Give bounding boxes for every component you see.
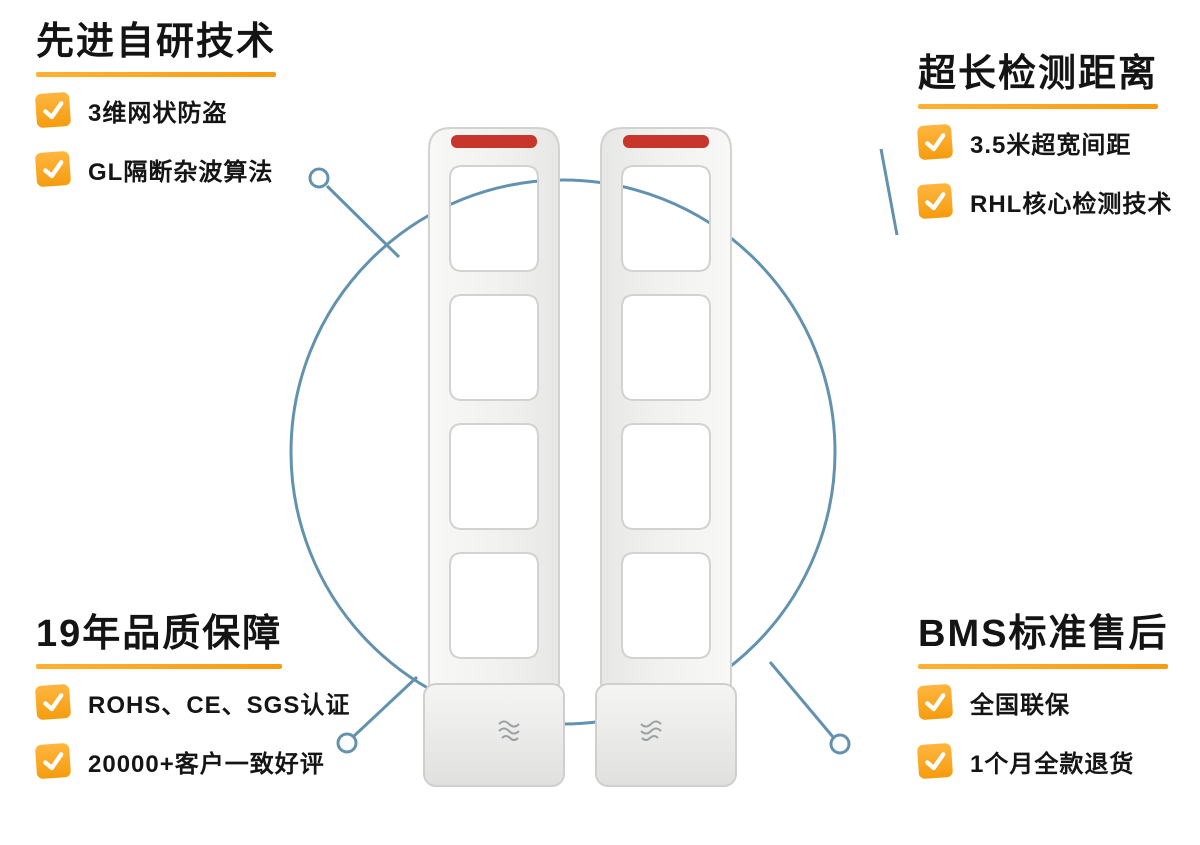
leader-line-bottom-right xyxy=(768,661,835,738)
title-underline xyxy=(918,103,1159,109)
feature-item: 3维网状防盗 xyxy=(34,91,276,129)
feature-title: 先进自研技术 xyxy=(36,21,277,63)
feature-title-wrap: BMS标准售后 xyxy=(918,612,1169,669)
feature-item-label: GL隔断杂波算法 xyxy=(88,158,274,186)
feature-title: 超长检测距离 xyxy=(918,53,1159,95)
check-icon xyxy=(916,742,954,780)
feature-item: GL隔断杂波算法 xyxy=(34,150,276,188)
feature-item-label: ROHS、CE、SGS认证 xyxy=(88,691,351,719)
feature-item-label: 全国联保 xyxy=(970,691,1070,719)
leader-dot-bottom-left xyxy=(336,732,358,754)
check-icon xyxy=(916,182,954,220)
title-underline xyxy=(918,663,1169,669)
title-underline xyxy=(36,663,283,669)
feature-item-list: 3.5米超宽间距 RHL核心检测技术 xyxy=(916,123,1173,220)
feature-item-label: 20000+客户一致好评 xyxy=(88,750,325,778)
feature-top-left: 先进自研技术 3维网状防盗 GL隔断杂波算法 xyxy=(34,20,277,188)
feature-title-wrap: 超长检测距离 xyxy=(918,52,1159,109)
feature-item-list: 3维网状防盗 GL隔断杂波算法 xyxy=(34,91,276,188)
title-underline xyxy=(36,71,277,77)
feature-item: 3.5米超宽间距 xyxy=(916,123,1172,161)
security-gate-left xyxy=(423,127,565,787)
feature-item: 全国联保 xyxy=(916,683,1168,721)
detection-circle xyxy=(289,178,837,726)
feature-item-label: RHL核心检测技术 xyxy=(970,190,1173,218)
feature-item: RHL核心检测技术 xyxy=(916,182,1173,220)
check-icon xyxy=(916,123,954,161)
feature-item: ROHS、CE、SGS认证 xyxy=(34,683,351,721)
feature-item-list: 全国联保 1个月全款退货 xyxy=(916,683,1168,780)
feature-item-list: ROHS、CE、SGS认证 20000+客户一致好评 xyxy=(34,683,351,780)
check-icon xyxy=(34,91,72,129)
leader-line-top-right xyxy=(879,148,899,236)
security-gate-right xyxy=(595,127,737,787)
check-icon xyxy=(34,683,72,721)
feature-top-right: 超长检测距离 3.5米超宽间距 RHL核心检测技术 xyxy=(916,52,1173,220)
feature-item-label: 3维网状防盗 xyxy=(88,99,228,127)
feature-item-label: 1个月全款退货 xyxy=(970,750,1135,778)
feature-bottom-right: BMS标准售后 全国联保 1个月全款退货 xyxy=(916,612,1169,780)
leader-dot-top-left xyxy=(308,167,330,189)
leader-dot-bottom-right xyxy=(829,733,851,755)
check-icon xyxy=(34,150,72,188)
feature-item: 1个月全款退货 xyxy=(916,742,1168,780)
check-icon xyxy=(916,683,954,721)
feature-title-wrap: 19年品质保障 xyxy=(36,612,283,669)
feature-item-label: 3.5米超宽间距 xyxy=(970,131,1132,159)
feature-item: 20000+客户一致好评 xyxy=(34,742,350,780)
leader-line-top-left xyxy=(325,184,401,259)
feature-title-wrap: 先进自研技术 xyxy=(36,20,277,77)
leader-line-bottom-left xyxy=(352,675,419,738)
feature-bottom-left: 19年品质保障 ROHS、CE、SGS认证 20000+客户一致好评 xyxy=(34,612,351,780)
feature-title: 19年品质保障 xyxy=(36,613,283,655)
feature-title: BMS标准售后 xyxy=(918,613,1169,655)
check-icon xyxy=(34,742,72,780)
